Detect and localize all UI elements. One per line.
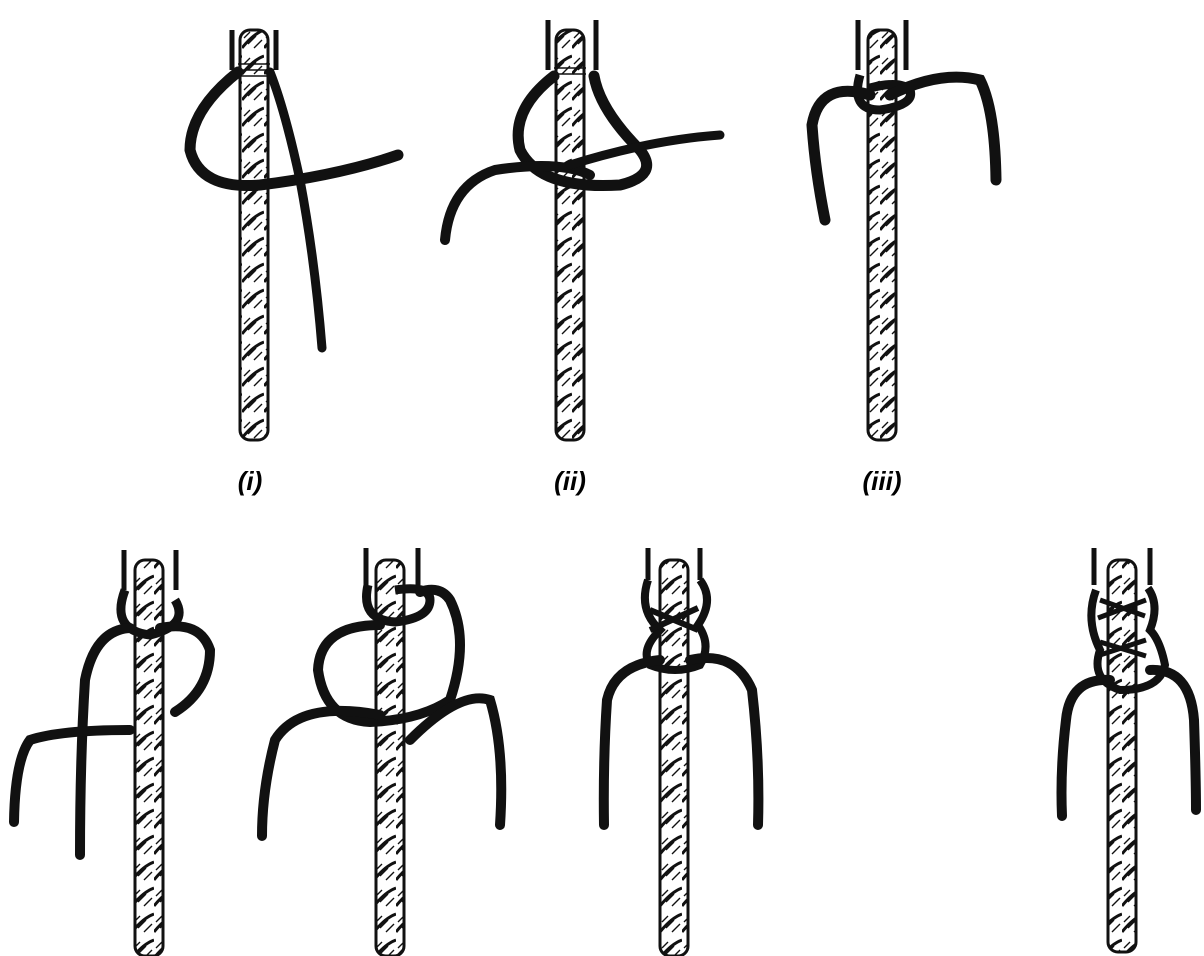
cross-tail: [14, 730, 130, 822]
left-strand: [80, 628, 130, 855]
panel-step-iii: [812, 20, 996, 440]
panel-step-ii: [445, 20, 720, 440]
right-tail: [890, 77, 996, 180]
right-tail: [690, 658, 758, 825]
panel-step-vii: [1062, 548, 1197, 952]
left-tail: [1062, 680, 1111, 816]
left-tail: [812, 91, 870, 220]
main-rope: [1108, 560, 1136, 952]
panel-step-i: [190, 30, 398, 440]
panel-step-iv: [14, 550, 210, 956]
left-tail: [604, 660, 660, 825]
main-rope: [135, 560, 163, 956]
main-rope: [556, 30, 584, 440]
standing-strand: [270, 72, 322, 348]
panel-step-v: [262, 548, 501, 956]
caption-step-iii: (iii): [863, 466, 902, 497]
panel-step-vi: [604, 548, 759, 956]
right-tail: [1150, 670, 1196, 810]
main-rope: [240, 30, 268, 440]
left-tail: [262, 711, 380, 836]
right-loop: [160, 626, 210, 712]
caption-step-ii: (ii): [554, 466, 586, 497]
caption-step-i: (i): [238, 466, 263, 497]
